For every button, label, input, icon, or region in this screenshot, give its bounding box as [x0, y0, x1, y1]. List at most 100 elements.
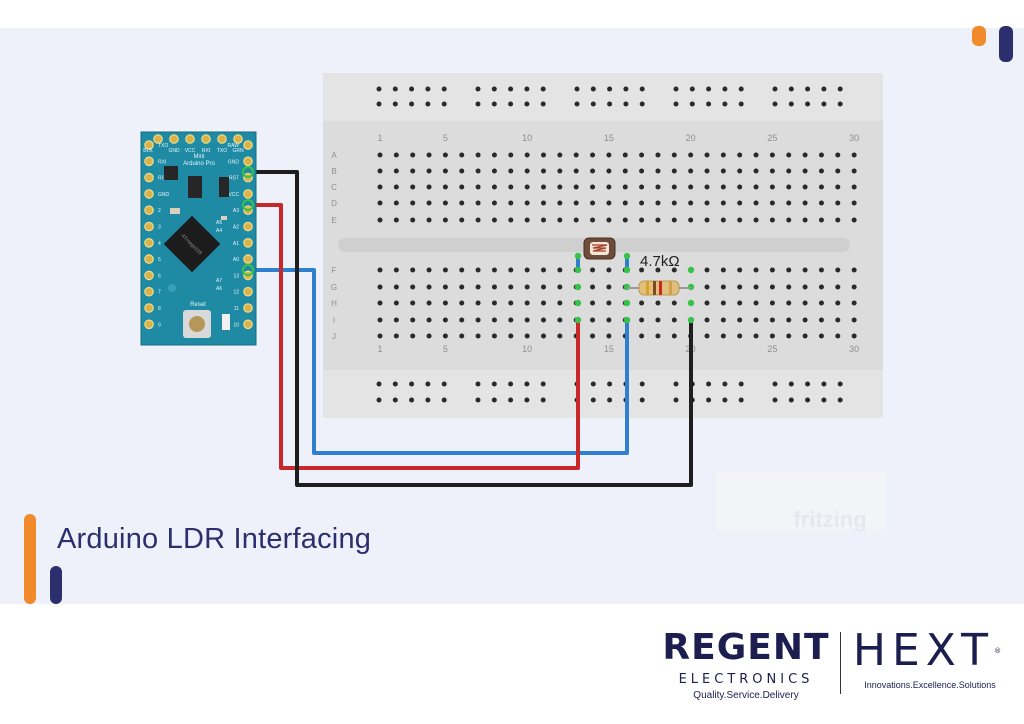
- breadboard-hole: [491, 217, 497, 223]
- breadboard-hole: [377, 317, 383, 323]
- breadboard-hole: [688, 168, 694, 174]
- page-title: Arduino LDR Interfacing: [57, 523, 372, 555]
- power-rail-hole: [441, 101, 447, 107]
- breadboard-hole: [753, 284, 759, 290]
- arduino-header-pin: [233, 134, 243, 144]
- arduino-pin: [243, 238, 253, 248]
- breadboard-hole: [475, 200, 481, 206]
- connected-hole: [574, 283, 582, 291]
- brand-divider: [840, 632, 841, 694]
- left-pin-label: 7: [158, 290, 161, 296]
- right-pin-label: 11: [234, 306, 239, 312]
- breadboard-hole: [606, 267, 612, 273]
- breadboard-hole: [508, 317, 514, 323]
- breadboard-hole: [442, 152, 448, 158]
- arduino-header-pin: [217, 134, 227, 144]
- breadboard-hole: [769, 184, 775, 190]
- breadboard-hole: [851, 333, 857, 339]
- top-pin-label: BLK: [143, 148, 153, 154]
- breadboard-hole: [704, 284, 710, 290]
- breadboard-hole: [557, 333, 563, 339]
- breadboard-hole: [786, 284, 792, 290]
- column-number: 10: [522, 133, 532, 143]
- breadboard-hole: [557, 152, 563, 158]
- breadboard-hole: [508, 333, 514, 339]
- breadboard-hole: [541, 200, 546, 206]
- breadboard-hole: [393, 333, 399, 339]
- arduino-pin: [144, 286, 154, 297]
- breadboard-hole: [802, 184, 808, 190]
- breadboard-hole: [524, 333, 530, 339]
- power-rail-hole: [392, 381, 398, 387]
- connected-hole: [574, 252, 582, 260]
- breadboard-hole: [475, 333, 481, 339]
- breadboard-hole: [508, 152, 514, 158]
- power-rail-hole: [409, 86, 415, 92]
- breadboard-hole: [818, 284, 824, 290]
- breadboard-hole: [753, 267, 759, 273]
- top-pin-label: GND: [168, 148, 180, 154]
- breadboard-hole: [442, 168, 448, 174]
- left-pin-label: 6: [158, 273, 161, 279]
- breadboard-hole: [704, 217, 710, 223]
- breadboard-hole: [590, 284, 596, 290]
- breadboard-hole: [393, 184, 399, 190]
- breadboard-hole: [769, 317, 775, 323]
- breadboard-hole: [426, 152, 432, 158]
- power-rail-hole: [590, 86, 596, 92]
- breadboard-hole: [802, 168, 808, 174]
- breadboard-hole: [818, 184, 824, 190]
- power-rail-hole: [821, 101, 827, 107]
- breadboard-hole: [442, 184, 448, 190]
- breadboard-hole: [655, 152, 661, 158]
- breadboard-hole: [818, 300, 824, 306]
- column-number: 25: [767, 133, 777, 143]
- arduino-pin: [144, 238, 154, 248]
- breadboard-hole: [737, 200, 743, 206]
- breadboard-hole: [541, 284, 546, 290]
- breadboard-hole: [508, 217, 514, 223]
- breadboard-hole: [442, 217, 448, 223]
- breadboard-hole: [410, 300, 416, 306]
- power-rail-hole: [722, 381, 728, 387]
- breadboard-hole: [410, 317, 416, 323]
- breadboard-hole: [573, 184, 579, 190]
- power-rail-hole: [409, 397, 415, 403]
- footer: [0, 604, 1024, 724]
- breadboard-hole: [737, 217, 743, 223]
- breadboard-hole: [753, 300, 759, 306]
- breadboard-hole: [442, 267, 448, 273]
- power-rail-hole: [673, 86, 679, 92]
- power-rail-hole: [706, 86, 712, 92]
- power-rail-hole: [805, 397, 811, 403]
- breadboard-hole: [622, 217, 628, 223]
- power-rail-hole: [508, 381, 514, 387]
- breadboard-hole: [818, 152, 824, 158]
- breadboard-hole: [835, 200, 841, 206]
- power-rail-hole: [821, 86, 827, 92]
- breadboard-hole: [557, 317, 563, 323]
- breadboard-hole: [524, 152, 530, 158]
- ldr-sensor: [583, 237, 616, 260]
- power-rail-hole: [738, 397, 744, 403]
- power-rail-hole: [837, 101, 843, 107]
- breadboard-hole: [835, 217, 841, 223]
- connected-hole: [687, 316, 695, 324]
- breadboard-hole: [769, 267, 775, 273]
- breadboard-hole: [835, 317, 841, 323]
- breadboard-hole: [737, 317, 743, 323]
- breadboard-hole: [720, 333, 726, 339]
- breadboard-hole: [688, 217, 694, 223]
- row-label: I: [333, 316, 335, 325]
- breadboard-hole: [426, 284, 432, 290]
- power-rail-hole: [392, 86, 398, 92]
- breadboard-hole: [459, 152, 465, 158]
- breadboard-hole: [491, 284, 497, 290]
- breadboard-hole: [491, 317, 497, 323]
- power-rail-hole: [425, 86, 431, 92]
- breadboard-hole: [753, 200, 759, 206]
- breadboard-hole: [671, 184, 677, 190]
- breadboard-hole: [851, 152, 857, 158]
- breadboard-hole: [606, 168, 612, 174]
